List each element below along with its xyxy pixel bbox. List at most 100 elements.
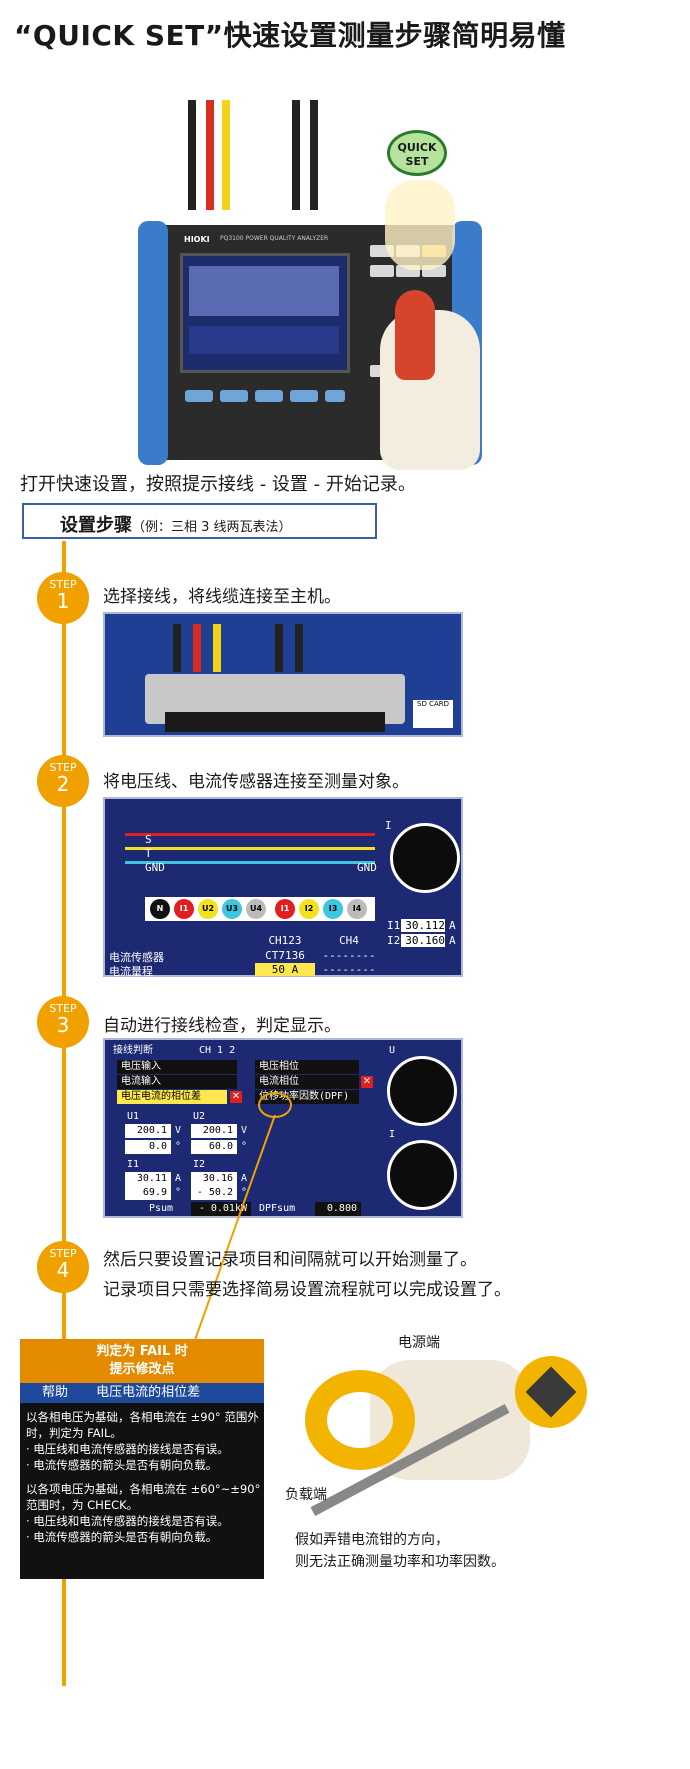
unit: ° [241, 1187, 248, 1198]
step-timeline [62, 541, 66, 1686]
help-tab[interactable]: 帮助 [42, 1385, 69, 1400]
device-slot [165, 712, 385, 732]
check-item: 电压输入 [117, 1060, 237, 1074]
f3-key[interactable] [255, 390, 283, 402]
chip: I1 [174, 899, 194, 919]
system-key[interactable] [370, 265, 394, 277]
check-item: 电流相位 [255, 1075, 359, 1089]
cable [275, 624, 283, 672]
step-3-badge: STEP 3 [37, 996, 89, 1048]
unit: A [175, 1173, 182, 1184]
table-header: CH4 [339, 934, 359, 947]
unit: ° [175, 1141, 182, 1152]
help-tab-bar: 帮助 电压电流的相位差 [20, 1383, 264, 1403]
cable-yellow [222, 100, 230, 210]
screen-table [189, 326, 339, 354]
help-header-line: 判定为 FAIL 时 [96, 1344, 188, 1359]
step-label: STEP [49, 761, 77, 774]
fail-x-icon: ✕ [230, 1091, 242, 1103]
cable [295, 624, 303, 672]
device-model: PQ3100 POWER QUALITY ANALYZER [220, 235, 329, 242]
wire-cyan [125, 861, 375, 864]
chip: I2 [299, 899, 319, 919]
u2-voltage: 200.1 [191, 1124, 237, 1138]
u2-label: U2 [193, 1111, 206, 1122]
help-body: 以各相电压为基础，各相电流在 ±90° 范围外时，判定为 FAIL。 · 电压线… [26, 1409, 262, 1545]
step-2-badge: STEP 2 [37, 755, 89, 807]
step-number: 2 [56, 772, 70, 796]
i1-value: 30.112 [401, 919, 445, 932]
intro-text: 打开快速设置，按照提示接线 - 设置 - 开始记录。 [20, 474, 416, 495]
step-4-text-2: 记录项目只需要选择简易设置流程就可以完成设置了。 [103, 1280, 511, 1300]
device-logo: HIOKI [184, 235, 210, 244]
unit: V [175, 1125, 182, 1136]
help-header-line: 提示修改点 [109, 1362, 175, 1377]
table-cell-highlight: 50 A [255, 963, 315, 976]
f2-key[interactable] [220, 390, 248, 402]
help-bullet: · 电压线和电流传感器的接线是否有误。 [26, 1442, 229, 1456]
dpf-value: 0.800 [315, 1202, 361, 1216]
help-panel: 判定为 FAIL 时 提示修改点 帮助 电压电流的相位差 以各相电压为基础，各相… [20, 1339, 264, 1579]
device-screen [180, 253, 350, 373]
chip-n: N [150, 899, 170, 919]
table-header: CH123 [268, 934, 302, 947]
step-4-text: 然后只要设置记录项目和间隔就可以开始测量了。 [103, 1250, 477, 1270]
help-bullet: · 电压线和电流传感器的接线是否有误。 [26, 1514, 229, 1528]
cable [173, 624, 181, 672]
u-scope-label: U [389, 1045, 396, 1056]
i-scope-label: I [389, 1129, 396, 1140]
page-title: “QUICK SET”快速设置测量步骤简明易懂 [14, 19, 566, 52]
unit: ° [241, 1141, 248, 1152]
u1-phase: 0.0 [125, 1140, 171, 1154]
i-phase-scope [387, 1140, 457, 1210]
f5-key[interactable] [325, 390, 345, 402]
unit: V [241, 1125, 248, 1136]
i-label: I [385, 819, 392, 832]
help-tab-title: 电压电流的相位差 [96, 1385, 201, 1400]
wire-label: GND [357, 861, 377, 874]
step-2-text: 将电压线、电流传感器连接至测量对象。 [103, 772, 409, 792]
load-side-label: 负载端 [285, 1487, 327, 1503]
wire-red [125, 833, 375, 836]
step-label: STEP [49, 1002, 77, 1015]
help-header: 判定为 FAIL 时 提示修改点 [20, 1339, 264, 1383]
step-1-badge: STEP 1 [37, 572, 89, 624]
wire-label: S [145, 833, 152, 846]
setup-title: 设置步骤 [60, 515, 132, 536]
step-2-image: S T GND GND N I1 U2 U3 U4 I1 I2 I3 I4 I … [103, 797, 463, 978]
step-3-image: 接线判断 CH 1 2 电压输入 电流输入 电压电流的相位差 ✕ 电压相位 电流… [103, 1038, 463, 1218]
f4-key[interactable] [290, 390, 318, 402]
chip: I1 [275, 899, 295, 919]
help-paragraph: 以各相电压为基础，各相电流在 ±90° 范围外时，判定为 FAIL。 [26, 1410, 259, 1440]
u1-label: U1 [127, 1111, 140, 1122]
callout-line [194, 1115, 276, 1341]
psum-label: Psum [149, 1203, 174, 1214]
check-item: 电压相位 [255, 1060, 359, 1074]
clamp-desc-line: 假如弄错电流钳的方向， [295, 1532, 449, 1548]
help-bullet: · 电流传感器的箭头是否有朝向负载。 [26, 1530, 218, 1544]
step-number: 1 [56, 589, 70, 613]
wire-label: GND [145, 861, 165, 874]
cable-red [206, 100, 214, 210]
check-item-fail: 电压电流的相位差 [117, 1090, 227, 1104]
step-1-image: SD CARD [103, 612, 463, 737]
chip: U2 [198, 899, 218, 919]
chip: I4 [347, 899, 367, 919]
table-row-label: 电流传感器 [109, 951, 164, 964]
u-phase-scope [387, 1056, 457, 1126]
quick-set-button[interactable]: QUICK SET [387, 130, 447, 176]
unit: ° [175, 1187, 182, 1198]
wire-yellow [125, 847, 375, 850]
phase-scope [390, 823, 460, 893]
table-cell: -------- [322, 949, 376, 962]
psum-value: - 0.01kW [191, 1202, 251, 1216]
step-label: STEP [49, 1247, 77, 1260]
cable-black-3 [310, 100, 318, 210]
screen-diagram [189, 266, 339, 316]
i1-current: 30.11 [125, 1172, 171, 1186]
unit: A [241, 1173, 248, 1184]
i2-label: I2 [193, 1159, 206, 1170]
cable-black-2 [292, 100, 300, 210]
f1-key[interactable] [185, 390, 213, 402]
arrow-direction-icon [515, 1356, 587, 1428]
